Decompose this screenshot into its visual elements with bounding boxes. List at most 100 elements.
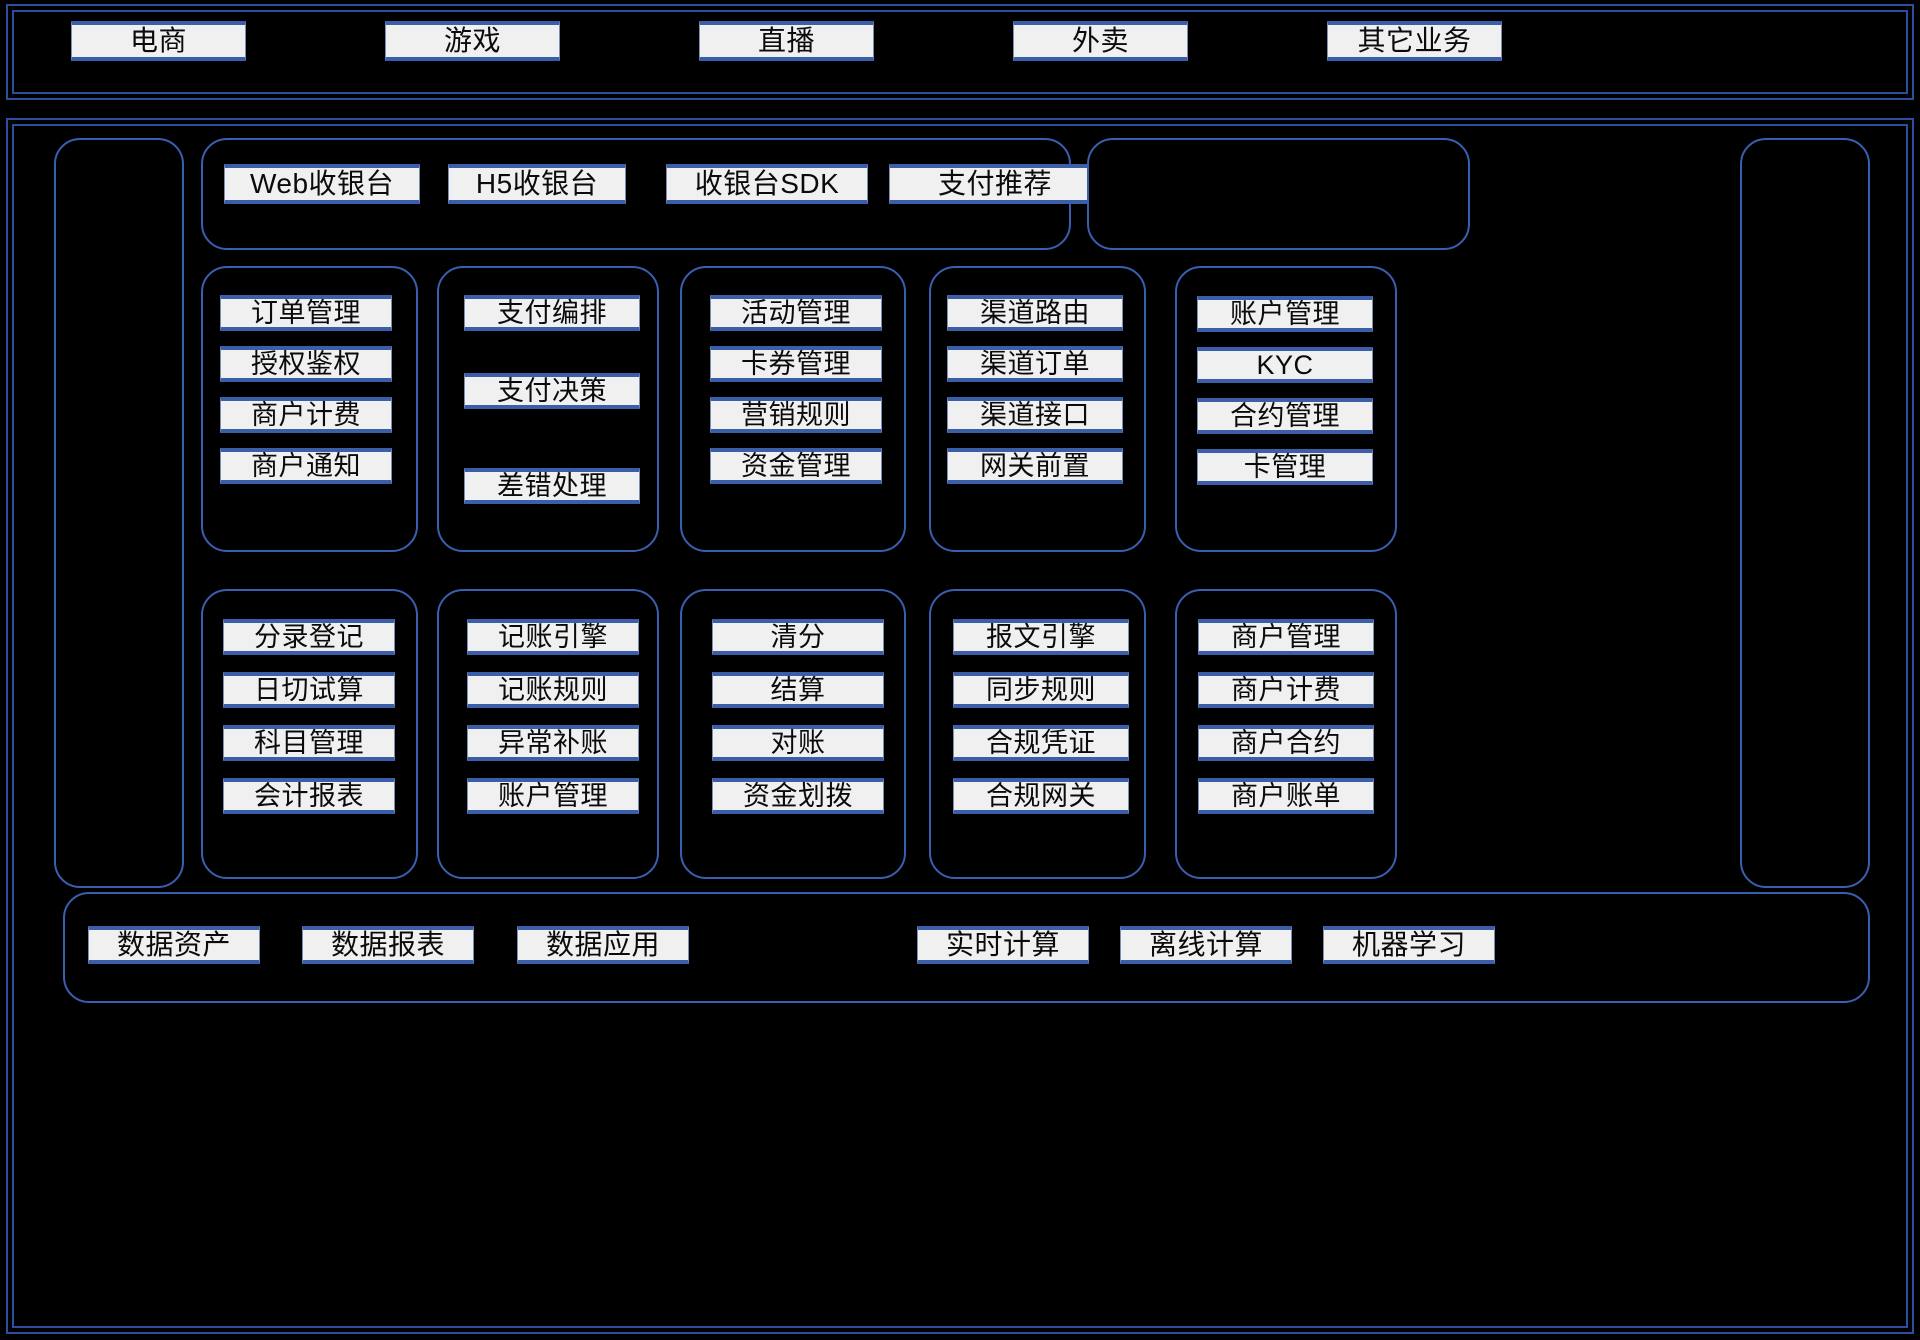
module-label: 对账 — [770, 727, 826, 758]
module-chip[interactable]: 支付决策 — [464, 373, 640, 409]
module-chip[interactable]: 合规网关 — [953, 778, 1129, 814]
module-label: 会计报表 — [254, 780, 364, 811]
module-chip[interactable]: 营销规则 — [710, 397, 882, 433]
core-group-accounting-book: 分录登记 日切试算 科目管理 会计报表 — [201, 589, 418, 879]
module-label: 商户计费 — [1231, 674, 1341, 705]
data-item-label: 数据报表 — [330, 929, 445, 960]
module-chip[interactable]: 卡管理 — [1197, 449, 1373, 485]
business-item-label: 游戏 — [443, 25, 501, 56]
module-label: 异常补账 — [498, 727, 608, 758]
module-chip[interactable]: 合约管理 — [1197, 398, 1373, 434]
module-label: 记账引擎 — [498, 621, 608, 652]
module-chip[interactable]: 资金划拨 — [712, 778, 884, 814]
module-label: 科目管理 — [254, 727, 364, 758]
module-chip[interactable]: 渠道订单 — [947, 346, 1123, 382]
module-chip[interactable]: 报文引擎 — [953, 619, 1129, 655]
module-chip[interactable]: 同步规则 — [953, 672, 1129, 708]
module-chip[interactable]: 渠道路由 — [947, 295, 1123, 331]
business-item-ecommerce[interactable]: 电商 — [71, 21, 246, 61]
core-group-clearing-settlement: 清分 结算 对账 资金划拨 — [680, 589, 906, 879]
module-label: 支付决策 — [497, 375, 607, 406]
right-side-panel — [1740, 138, 1870, 888]
core-group-account: 账户管理 KYC 合约管理 卡管理 — [1175, 266, 1397, 552]
cashier-item-web[interactable]: Web收银台 — [224, 164, 420, 204]
module-label: 结算 — [770, 674, 826, 705]
module-chip[interactable]: 结算 — [712, 672, 884, 708]
cashier-item-h5[interactable]: H5收银台 — [448, 164, 626, 204]
cashier-layer-group: Web收银台 H5收银台 收银台SDK 支付推荐 — [201, 138, 1101, 250]
data-layer-group: 数据资产 数据报表 数据应用 实时计算 离线计算 机器学习 — [63, 892, 1870, 1003]
module-chip[interactable]: 账户管理 — [467, 778, 639, 814]
module-chip[interactable]: 会计报表 — [223, 778, 395, 814]
module-chip[interactable]: 记账规则 — [467, 672, 639, 708]
module-chip[interactable]: 对账 — [712, 725, 884, 761]
module-label: 日切试算 — [254, 674, 364, 705]
module-chip[interactable]: 活动管理 — [710, 295, 882, 331]
module-label: 差错处理 — [497, 470, 607, 501]
core-group-transaction: 订单管理 授权鉴权 商户计费 商户通知 — [201, 266, 418, 552]
module-label: 分录登记 — [254, 621, 364, 652]
data-item-offline-compute[interactable]: 离线计算 — [1120, 926, 1292, 964]
module-chip[interactable]: 资金管理 — [710, 448, 882, 484]
data-item-label: 机器学习 — [1351, 929, 1466, 960]
module-chip[interactable]: 合规凭证 — [953, 725, 1129, 761]
data-item-machine-learning[interactable]: 机器学习 — [1323, 926, 1495, 964]
business-item-label: 外卖 — [1071, 25, 1129, 56]
module-chip[interactable]: 授权鉴权 — [220, 346, 392, 382]
module-chip[interactable]: 商户账单 — [1198, 778, 1374, 814]
module-chip[interactable]: 卡券管理 — [710, 346, 882, 382]
cashier-item-label: Web收银台 — [249, 168, 395, 199]
module-chip[interactable]: 差错处理 — [464, 468, 640, 504]
module-label: 合约管理 — [1230, 400, 1340, 431]
module-label: 商户通知 — [251, 450, 361, 481]
module-chip[interactable]: 支付编排 — [464, 295, 640, 331]
cashier-item-payment-recommend[interactable]: 支付推荐 — [889, 164, 1101, 204]
platform-frame: Web收银台 H5收银台 收银台SDK 支付推荐 订单管理 授权鉴权 商户计费 … — [6, 118, 1914, 1334]
module-label: 渠道订单 — [980, 348, 1090, 379]
module-chip[interactable]: 记账引擎 — [467, 619, 639, 655]
business-item-livestream[interactable]: 直播 — [699, 21, 874, 61]
module-chip[interactable]: 商户管理 — [1198, 619, 1374, 655]
cashier-item-label: 支付推荐 — [937, 168, 1052, 199]
business-layer-inner-rule — [12, 10, 1908, 94]
core-group-channel: 渠道路由 渠道订单 渠道接口 网关前置 — [929, 266, 1146, 552]
cashier-item-label: H5收银台 — [475, 168, 599, 199]
data-item-realtime-compute[interactable]: 实时计算 — [917, 926, 1089, 964]
module-label: 报文引擎 — [986, 621, 1096, 652]
module-chip[interactable]: 商户计费 — [1198, 672, 1374, 708]
cashier-item-sdk[interactable]: 收银台SDK — [666, 164, 868, 204]
core-group-compliance: 报文引擎 同步规则 合规凭证 合规网关 — [929, 589, 1146, 879]
core-group-marketing: 活动管理 卡券管理 营销规则 资金管理 — [680, 266, 906, 552]
module-label: 合规凭证 — [986, 727, 1096, 758]
module-chip[interactable]: 账户管理 — [1197, 296, 1373, 332]
module-chip[interactable]: 商户计费 — [220, 397, 392, 433]
core-group-payment: 支付编排 支付决策 差错处理 — [437, 266, 659, 552]
module-label: 渠道路由 — [980, 297, 1090, 328]
module-chip[interactable]: 科目管理 — [223, 725, 395, 761]
module-chip[interactable]: 分录登记 — [223, 619, 395, 655]
core-group-ledger: 记账引擎 记账规则 异常补账 账户管理 — [437, 589, 659, 879]
data-item-report[interactable]: 数据报表 — [302, 926, 474, 964]
business-layer-frame: 电商 游戏 直播 外卖 其它业务 — [6, 4, 1914, 100]
business-item-games[interactable]: 游戏 — [385, 21, 560, 61]
business-item-label: 电商 — [129, 25, 187, 56]
module-chip[interactable]: 商户通知 — [220, 448, 392, 484]
data-item-application[interactable]: 数据应用 — [517, 926, 689, 964]
module-chip[interactable]: 清分 — [712, 619, 884, 655]
module-label: 账户管理 — [498, 780, 608, 811]
module-chip[interactable]: 订单管理 — [220, 295, 392, 331]
business-item-other[interactable]: 其它业务 — [1327, 21, 1502, 61]
module-label: 订单管理 — [251, 297, 361, 328]
cashier-item-label: 收银台SDK — [694, 168, 840, 199]
module-chip[interactable]: 日切试算 — [223, 672, 395, 708]
module-chip[interactable]: 异常补账 — [467, 725, 639, 761]
business-item-label: 其它业务 — [1357, 25, 1472, 56]
module-chip[interactable]: 渠道接口 — [947, 397, 1123, 433]
module-label: 资金管理 — [741, 450, 851, 481]
business-item-food-delivery[interactable]: 外卖 — [1013, 21, 1188, 61]
module-chip[interactable]: 网关前置 — [947, 448, 1123, 484]
module-chip[interactable]: KYC — [1197, 347, 1373, 383]
data-item-asset[interactable]: 数据资产 — [88, 926, 260, 964]
module-label: KYC — [1256, 349, 1314, 380]
module-chip[interactable]: 商户合约 — [1198, 725, 1374, 761]
